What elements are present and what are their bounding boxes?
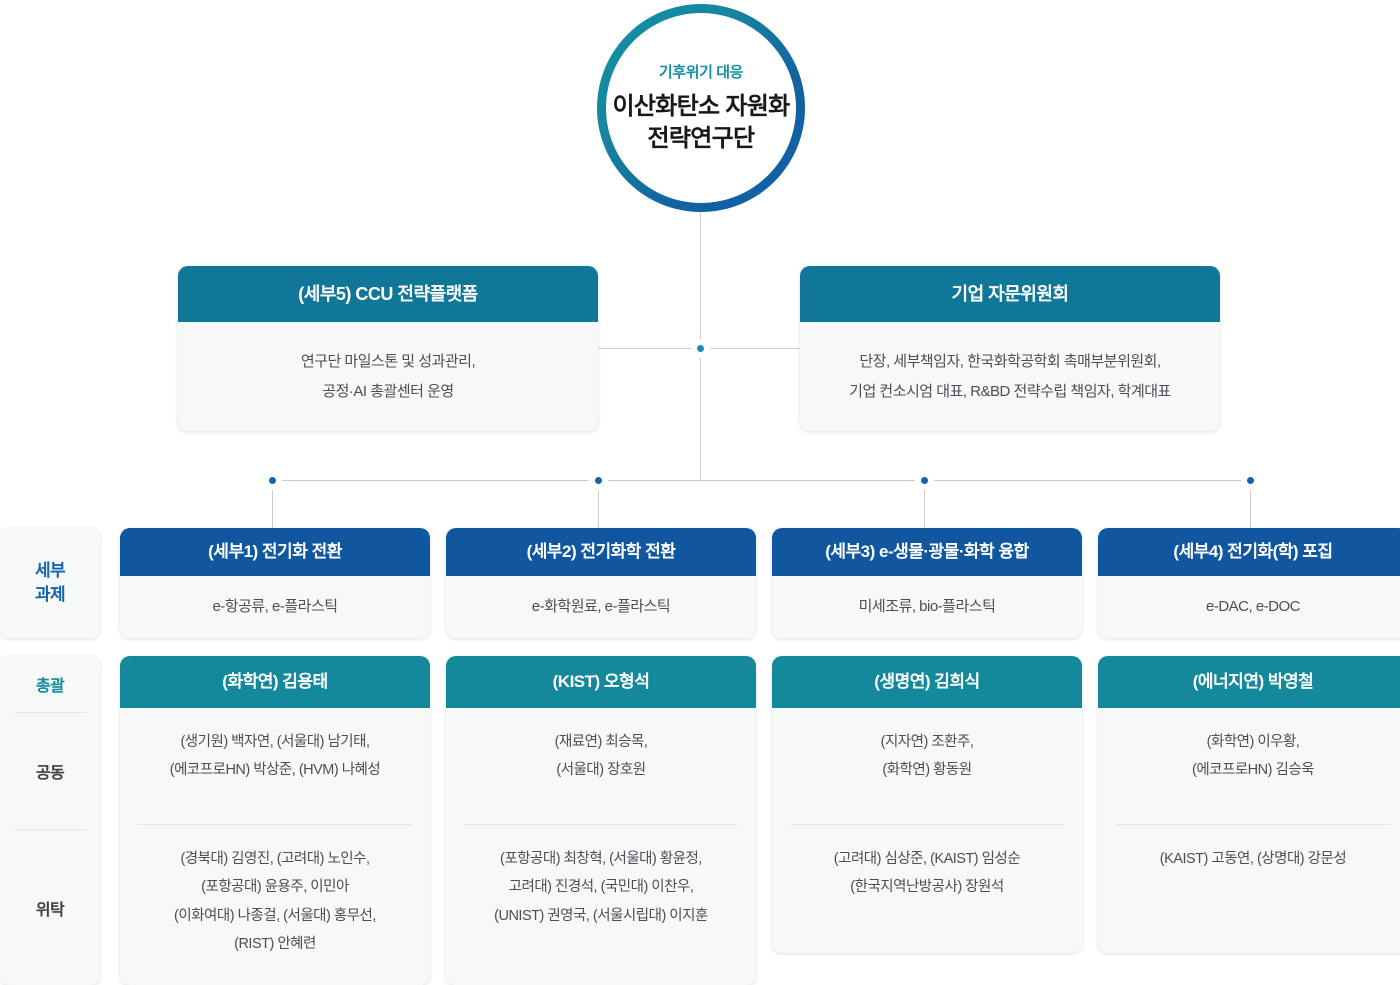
connector-root-to-junction <box>700 212 701 349</box>
people-card-1[interactable]: (화학연) 김용태 (생기원) 백자연, (서울대) 남기태, (에코프로HN)… <box>120 656 430 985</box>
root-title-line-1: 이산화탄소 자원화 <box>612 93 790 121</box>
people-line: (화학연) 이우황, <box>1206 734 1300 750</box>
support-card-body: 연구단 마일스톤 및 성과관리, 공정·AI 총괄센터 운영 <box>178 322 598 431</box>
people-section-joint: (화학연) 이우황, (에코프로HN) 김승욱 <box>1098 708 1400 824</box>
task-card-body: e-화학원료, e-플라스틱 <box>531 598 671 615</box>
task-card-body: e-항공류, e-플라스틱 <box>212 598 338 615</box>
support-card-ccu-strategy-platform[interactable]: (세부5) CCU 전략플랫폼 연구단 마일스톤 및 성과관리, 공정·AI 총… <box>178 266 598 431</box>
people-section-joint: (재료연) 최승목, (서울대) 장호원 <box>446 708 756 824</box>
connector-junction-to-taskbar <box>700 348 701 480</box>
people-line: (재료연) 최승목, <box>554 734 648 750</box>
support-body-line-1: 연구단 마일스톤 및 성과관리, <box>300 352 476 370</box>
rail-label-roles: 총괄 공동 위탁 <box>0 656 100 985</box>
people-card-lead: (KIST) 오형석 <box>446 656 756 708</box>
people-line: (한국지역난방공사) 장원석 <box>850 879 1004 896</box>
rail-role-joint: 공동 <box>14 712 86 829</box>
rail-task-label-line-1: 세부 <box>34 560 66 580</box>
task-card-1[interactable]: (세부1) 전기화 전환 e-항공류, e-플라스틱 <box>120 528 430 638</box>
people-section-joint: (지자연) 조환주, (화학연) 황동원 <box>772 708 1082 824</box>
people-card-3[interactable]: (생명연) 김희식 (지자연) 조환주, (화학연) 황동원 (고려대) 심상준… <box>772 656 1082 953</box>
task-card-2[interactable]: (세부2) 전기화학 전환 e-화학원료, e-플라스틱 <box>446 528 756 638</box>
support-card-title: 기업 자문위원회 <box>800 266 1220 322</box>
people-section-consigned: (고려대) 심상준, (KAIST) 임성순 (한국지역난방공사) 장원석 <box>790 824 1064 924</box>
connector-task-bar <box>272 480 1250 481</box>
people-card-lead: (에너지연) 박영철 <box>1098 656 1400 708</box>
people-line: (이화여대) 나종걸, (서울대) 홍무선, <box>174 907 376 924</box>
rail-task-label: 세부 과제 <box>34 559 66 607</box>
people-line: (화학연) 황동원 <box>882 762 972 779</box>
people-card-lead: (화학연) 김용태 <box>120 656 430 708</box>
task-card-title: (세부1) 전기화 전환 <box>120 528 430 576</box>
people-card-lead: (생명연) 김희식 <box>772 656 1082 708</box>
people-section-consigned: (KAIST) 고동연, (상명대) 강문성 <box>1116 824 1390 895</box>
root-node[interactable]: 기후위기 대응 이산화탄소 자원화 전략연구단 <box>597 4 805 212</box>
people-section-consigned: (포항공대) 최창혁, (서울대) 황윤정, 고려대) 진경석, (국민대) 이… <box>464 824 738 952</box>
task-card-body: 미세조류, bio-플라스틱 <box>858 598 996 615</box>
connector-drop-task-1 <box>272 480 273 528</box>
root-eyebrow: 기후위기 대응 <box>658 64 744 82</box>
task-card-3[interactable]: (세부3) e-생물·광물·화학 융합 미세조류, bio-플라스틱 <box>772 528 1082 638</box>
people-line: (KAIST) 고동연, (상명대) 강문성 <box>1159 851 1347 867</box>
people-line: (고려대) 심상준, (KAIST) 임성순 <box>833 851 1021 867</box>
junction-dot-task-3 <box>918 474 931 487</box>
connector-drop-task-4 <box>1250 480 1251 528</box>
junction-dot-task-2 <box>592 474 605 487</box>
people-line: 고려대) 진경석, (국민대) 이찬우, <box>508 879 694 896</box>
people-line: (포항공대) 최창혁, (서울대) 황윤정, <box>500 851 702 867</box>
people-line: (에코프로HN) 박상준, (HVM) 나혜성 <box>169 762 381 779</box>
people-line: (서울대) 장호원 <box>556 762 646 779</box>
people-line: (UNIST) 권영국, (서울시립대) 이지훈 <box>494 907 708 924</box>
connector-support-left <box>595 348 701 349</box>
people-line: (지자연) 조환주, <box>880 734 974 750</box>
people-card-4[interactable]: (에너지연) 박영철 (화학연) 이우황, (에코프로HN) 김승욱 (KAIS… <box>1098 656 1400 953</box>
support-card-body: 단장, 세부책임자, 한국화학공학회 촉매부분위원회, 기업 컨소시엄 대표, … <box>800 322 1220 431</box>
junction-dot-task-1 <box>266 474 279 487</box>
junction-dot-task-4 <box>1244 474 1257 487</box>
people-line: (에코프로HN) 김승욱 <box>1191 762 1315 779</box>
people-line: (생기원) 백자연, (서울대) 남기태, <box>180 734 370 750</box>
people-card-2[interactable]: (KIST) 오형석 (재료연) 최승목, (서울대) 장호원 (포항공대) 최… <box>446 656 756 985</box>
support-card-corporate-advisory-committee[interactable]: 기업 자문위원회 단장, 세부책임자, 한국화학공학회 촉매부분위원회, 기업 … <box>800 266 1220 431</box>
task-card-body: e-DAC, e-DOC <box>1205 598 1301 615</box>
task-card-title: (세부4) 전기화(학) 포집 <box>1098 528 1400 576</box>
rail-role-lead: 총괄 <box>35 678 65 695</box>
people-line: (포항공대) 윤용주, 이민아 <box>201 879 349 896</box>
connector-support-right <box>700 348 805 349</box>
people-section-consigned: (경북대) 김영진, (고려대) 노인수, (포항공대) 윤용주, 이민아 (이… <box>138 824 412 980</box>
people-line: (경북대) 김영진, (고려대) 노인수, <box>180 851 370 867</box>
root-title-line-2: 전략연구단 <box>647 125 756 152</box>
task-card-4[interactable]: (세부4) 전기화(학) 포집 e-DAC, e-DOC <box>1098 528 1400 638</box>
support-body-line-1: 단장, 세부책임자, 한국화학공학회 촉매부분위원회, <box>859 352 1161 370</box>
rail-label-task: 세부 과제 <box>0 528 100 638</box>
rail-task-label-line-2: 과제 <box>34 585 66 604</box>
task-card-title: (세부2) 전기화학 전환 <box>446 528 756 576</box>
connector-drop-task-3 <box>924 480 925 528</box>
people-line: (RIST) 안혜련 <box>234 935 316 952</box>
connector-drop-task-2 <box>598 480 599 528</box>
root-title: 이산화탄소 자원화 전략연구단 <box>612 91 790 154</box>
people-section-joint: (생기원) 백자연, (서울대) 남기태, (에코프로HN) 박상준, (HVM… <box>120 708 430 824</box>
support-card-title: (세부5) CCU 전략플랫폼 <box>178 266 598 322</box>
support-body-line-2: 공정·AI 총괄센터 운영 <box>322 382 454 400</box>
junction-dot-main <box>694 342 707 355</box>
task-card-title: (세부3) e-생물·광물·화학 융합 <box>772 528 1082 576</box>
rail-role-consigned: 위탁 <box>14 829 86 985</box>
support-body-line-2: 기업 컨소시엄 대표, R&BD 전략수립 책임자, 학계대표 <box>849 382 1171 400</box>
